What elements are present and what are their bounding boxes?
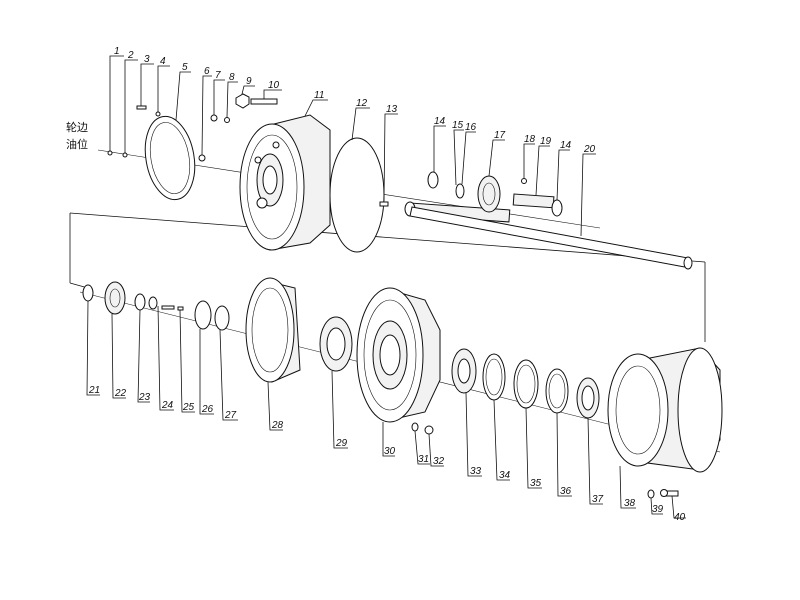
callout-29: 29 [335, 438, 348, 449]
callout-24: 24 [161, 400, 174, 411]
callout-numbers-top: 1 2 3 4 5 6 7 8 9 10 11 12 13 14 15 16 1… [114, 46, 596, 155]
callout-31: 31 [418, 454, 429, 465]
callout-7: 7 [215, 70, 221, 81]
part-cover-plate [144, 115, 196, 201]
callout-38: 38 [624, 498, 636, 509]
callout-35: 35 [530, 478, 542, 489]
part-washer-bolt [647, 489, 679, 499]
callout-25: 25 [182, 402, 195, 413]
leader-lines-bottom [86, 300, 686, 519]
callout-4: 4 [160, 56, 166, 67]
callout-20: 20 [583, 144, 596, 155]
callout-13: 13 [386, 104, 398, 115]
callout-18: 18 [524, 134, 536, 145]
callout-23: 23 [138, 392, 151, 403]
callout-28: 28 [271, 420, 284, 431]
part-small-hardware-bottom [82, 281, 230, 331]
callout-8: 8 [229, 72, 235, 83]
callout-1: 1 [114, 46, 120, 57]
callout-19: 19 [540, 136, 552, 147]
part-ring-gear [245, 277, 301, 383]
leader-lines-top [109, 55, 596, 237]
part-bearing-29 [319, 316, 353, 372]
callout-11: 11 [314, 90, 324, 101]
callout-16: 16 [465, 122, 477, 133]
side-label-line2: 油位 [66, 137, 88, 151]
part-small-hardware-top [107, 93, 278, 162]
callout-6: 6 [204, 66, 210, 77]
callout-14a: 14 [434, 116, 446, 127]
part-brake-drum [607, 347, 723, 473]
side-label-line1: 轮边 [66, 120, 88, 134]
callout-3: 3 [144, 54, 150, 65]
part-shaft-assembly-top [379, 171, 693, 270]
callout-30: 30 [384, 446, 396, 457]
callout-9: 9 [246, 76, 252, 87]
callout-15: 15 [452, 120, 464, 131]
callout-10: 10 [268, 80, 280, 91]
callout-14b: 14 [560, 140, 572, 151]
part-carrier-housing [356, 287, 441, 423]
callout-37: 37 [592, 494, 604, 505]
callout-39: 39 [652, 504, 664, 515]
callout-21: 21 [88, 385, 100, 396]
callout-33: 33 [470, 466, 482, 477]
callout-27: 27 [224, 410, 237, 421]
callout-2: 2 [127, 50, 134, 61]
callout-40: 40 [674, 512, 686, 523]
callout-numbers-bottom: 21 22 23 24 25 26 27 28 29 30 31 32 33 3… [88, 385, 686, 523]
part-wheel-hub [239, 114, 331, 251]
callout-5: 5 [182, 62, 188, 73]
part-rings-33-37 [451, 348, 600, 419]
callout-36: 36 [560, 486, 572, 497]
callout-32: 32 [433, 456, 445, 467]
callout-34: 34 [499, 470, 511, 481]
callout-22: 22 [114, 388, 127, 399]
callout-12: 12 [356, 98, 368, 109]
part-thin-disc [329, 137, 385, 253]
callout-26: 26 [201, 404, 214, 415]
callout-17: 17 [494, 130, 506, 141]
